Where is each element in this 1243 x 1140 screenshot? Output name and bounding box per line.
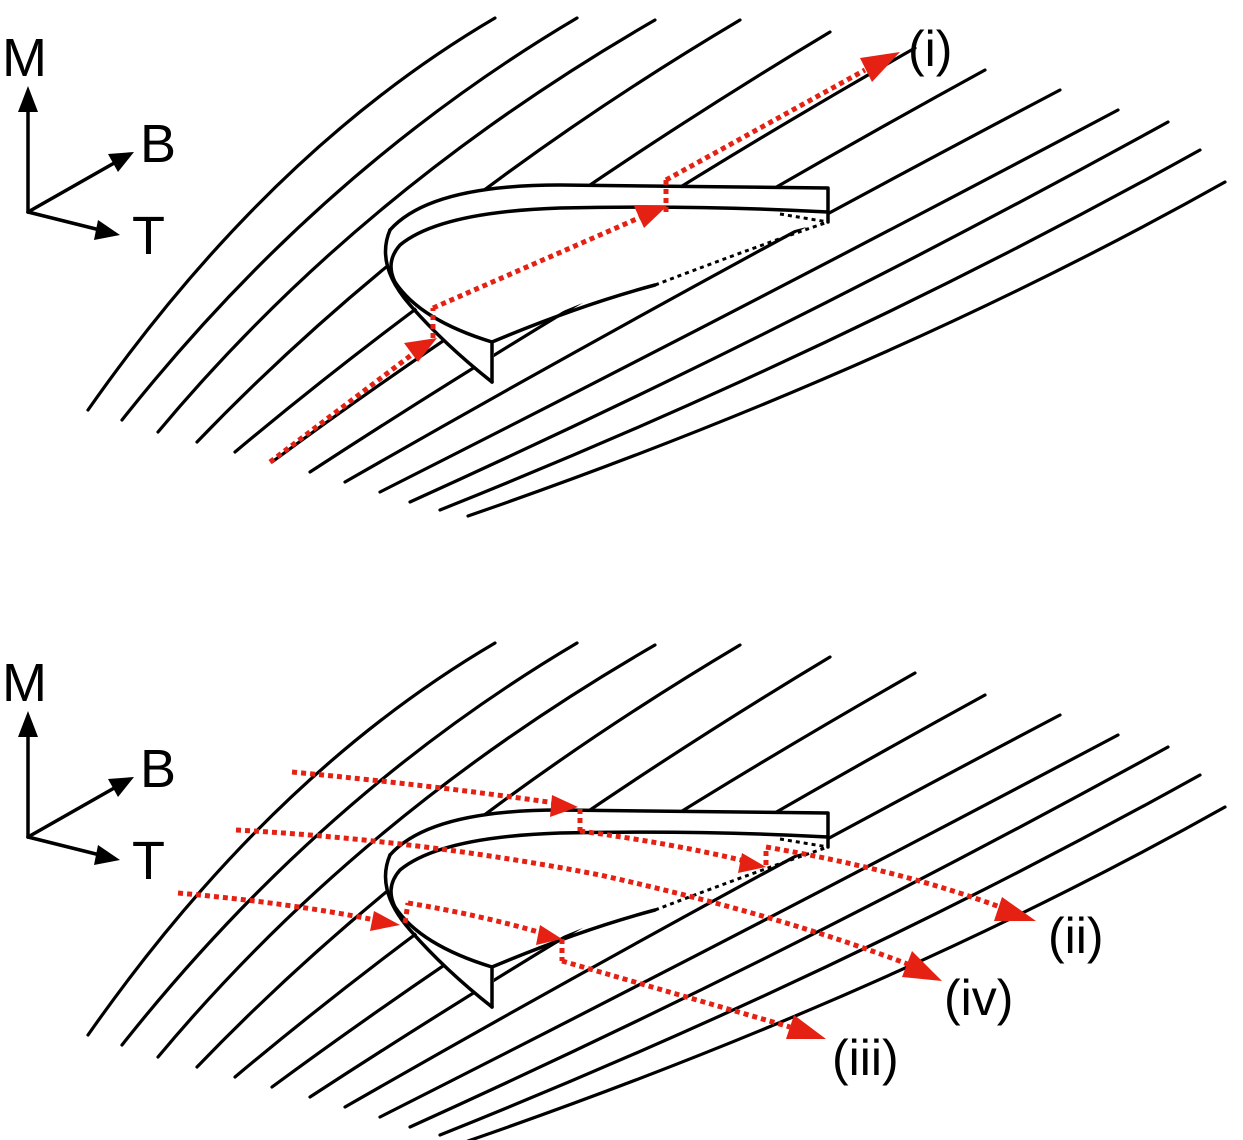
t-arrowhead <box>94 220 120 240</box>
field-line <box>378 733 1120 1119</box>
lens-outer-edge <box>383 228 494 384</box>
field-line <box>120 16 579 422</box>
path-label: (ii) <box>1048 908 1104 964</box>
ray-arrowhead <box>994 897 1036 921</box>
ray-segment <box>579 828 746 864</box>
b-axis <box>26 785 118 839</box>
bottom-panel: (ii) (iv) (iii) M B T <box>2 641 1227 1140</box>
axes-top: M B T <box>2 28 176 266</box>
ray-segment <box>402 902 411 924</box>
ray-arrowhead <box>860 52 900 82</box>
field-line <box>466 180 1227 518</box>
ray-arrowhead <box>786 1015 826 1039</box>
field-line <box>343 88 1062 484</box>
field-line <box>408 745 1170 1129</box>
ray-segment <box>177 890 376 923</box>
field-line <box>343 713 1062 1109</box>
lens-lower-edge <box>490 283 657 344</box>
ray-segment <box>268 348 420 464</box>
ray-iii <box>177 890 826 1039</box>
t-axis <box>26 210 102 232</box>
m-arrowhead <box>18 86 38 112</box>
ray-segment <box>235 827 911 968</box>
field-line <box>156 18 657 434</box>
b-arrowhead <box>108 152 134 172</box>
ray-iv <box>235 827 942 981</box>
field-line <box>438 773 1202 1137</box>
lens-hidden-edge <box>654 845 829 912</box>
b-label: B <box>140 114 176 174</box>
b-arrowhead <box>108 777 134 797</box>
m-arrowhead <box>18 711 38 737</box>
ray-segment <box>765 844 1001 910</box>
ray-arrowhead <box>550 795 578 817</box>
m-label: M <box>2 28 47 88</box>
t-label: T <box>132 206 165 266</box>
lens-top-edge <box>388 183 830 232</box>
b-axis <box>26 160 118 214</box>
field-line <box>86 16 497 412</box>
t-label: T <box>132 831 165 891</box>
b-label: B <box>140 739 176 799</box>
ray-segment <box>431 211 650 311</box>
ray-arrowhead <box>370 911 400 931</box>
path-label: (iii) <box>832 1030 899 1086</box>
axes-bottom: M B T <box>2 653 176 891</box>
m-label: M <box>2 653 47 713</box>
ray-arrowhead <box>738 853 766 873</box>
field-line <box>408 120 1170 504</box>
ray-segment <box>561 958 791 1030</box>
top-panel: (i) M B T <box>2 16 1227 518</box>
ray-arrowhead <box>404 338 437 362</box>
lens-hidden-edge <box>779 212 829 224</box>
field-line <box>438 148 1202 512</box>
lens-inner-edge <box>389 205 830 284</box>
lens-inner-edge <box>389 830 830 909</box>
field-line <box>156 643 657 1059</box>
field-line <box>378 108 1120 494</box>
path-label: (i) <box>908 21 952 77</box>
lens-structure <box>383 183 830 384</box>
ray-arrowhead <box>634 206 667 228</box>
lens-structure <box>383 808 830 1009</box>
lens-outer-edge <box>383 853 494 1009</box>
path-label: (iv) <box>944 970 1013 1026</box>
field-lines <box>86 641 1227 1140</box>
t-axis <box>26 835 102 857</box>
lens-hidden-edge <box>654 220 829 287</box>
lens-inner-bottom <box>393 905 494 969</box>
ray-segment <box>291 769 556 806</box>
lens-hidden-edge <box>779 837 829 849</box>
ray-arrowhead <box>902 951 942 981</box>
field-line <box>466 805 1227 1140</box>
lens-lower-edge <box>490 908 657 969</box>
ray-ii <box>291 769 1036 921</box>
ray-i <box>268 52 900 464</box>
t-arrowhead <box>94 845 120 865</box>
field-line <box>86 641 497 1037</box>
ray-segment <box>664 67 867 183</box>
field-line <box>120 641 579 1047</box>
ray-arrowhead <box>536 925 562 945</box>
